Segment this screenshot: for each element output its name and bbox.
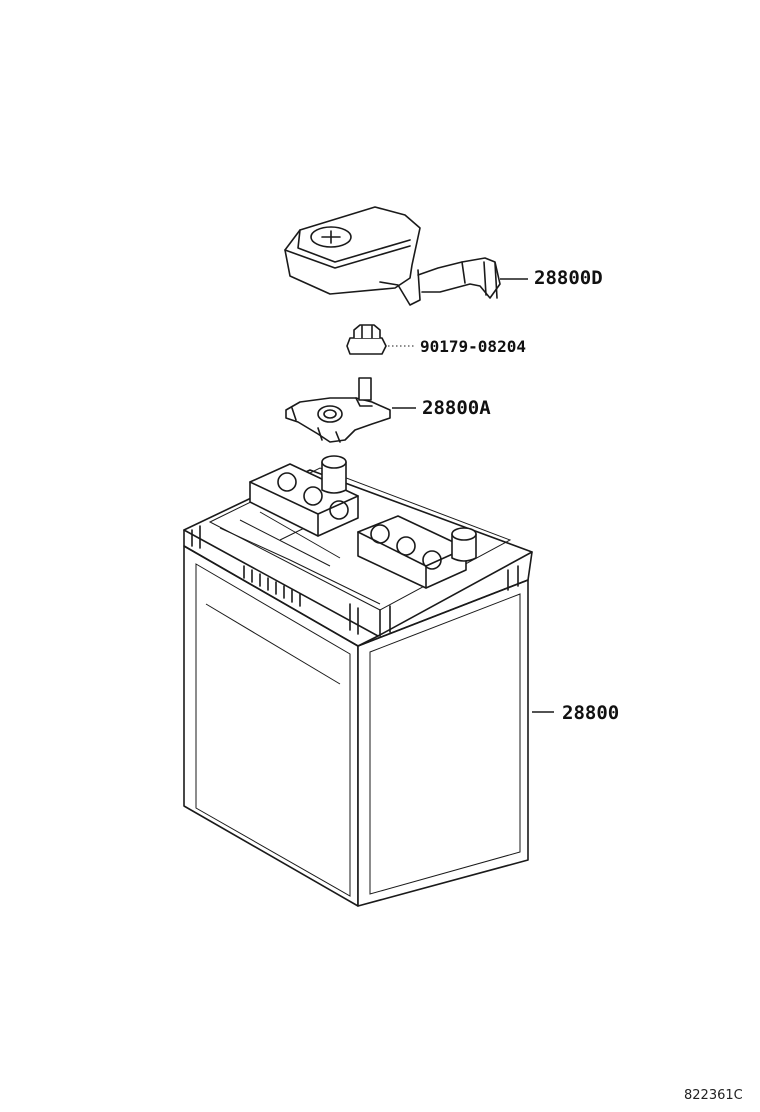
battery-terminal-clamp-icon[interactable] [285,377,391,443]
illustration-code: 822361C [684,1088,743,1103]
nut-icon[interactable] [346,324,387,355]
part-number-label[interactable]: 28800 [562,702,620,724]
part-number-label[interactable]: 28800A [422,397,491,419]
part-number-label[interactable]: 28800D [534,267,603,289]
part-number-label[interactable]: 90179-08204 [420,337,526,356]
terminal-cover-icon[interactable] [284,206,501,306]
battery-icon[interactable] [183,455,533,907]
